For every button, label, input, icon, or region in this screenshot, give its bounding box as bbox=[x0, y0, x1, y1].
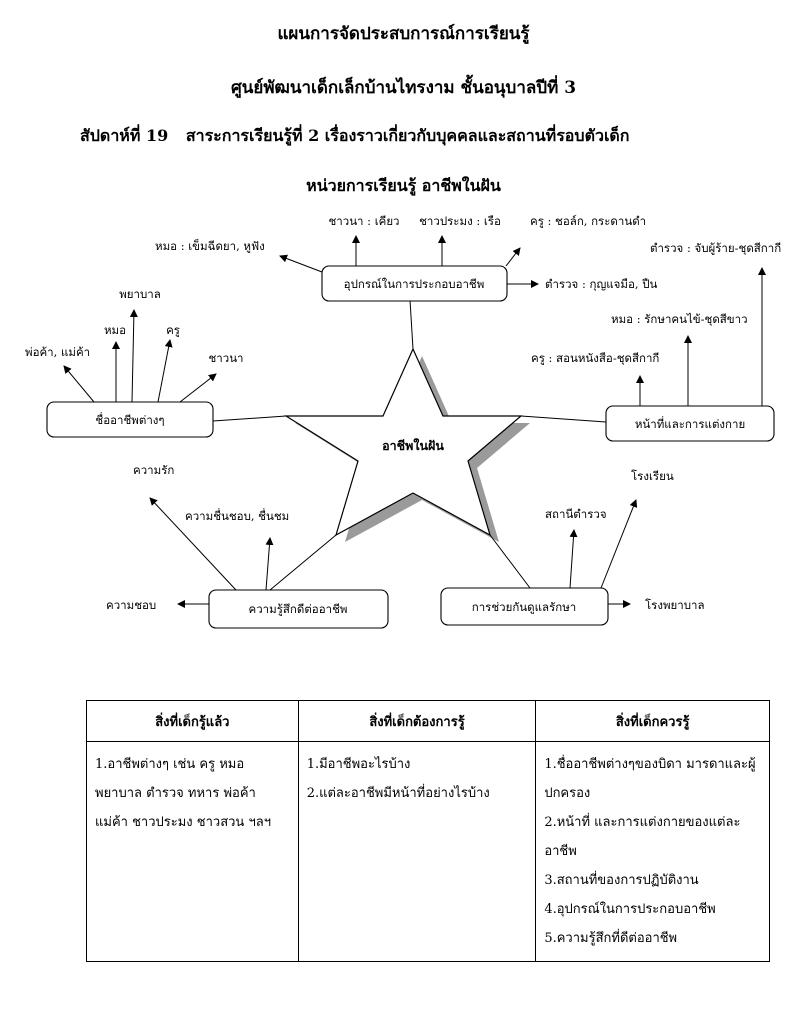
header-should-know: สิ่งที่เด็กควรรู้ bbox=[535, 700, 770, 742]
week-line: สัปดาห์ที่ 19 สาระการเรียนรู้ที่ 2 เรื่อ… bbox=[80, 124, 642, 149]
box-care: การช่วยกันดูแลรักษา bbox=[440, 587, 609, 626]
box-equipment-label: อุปกรณ์ในการประกอบอาชีพ bbox=[344, 277, 485, 291]
header-known: สิ่งที่เด็กรู้แล้ว bbox=[86, 700, 299, 742]
concept-map: อาชีพในฝัน อุปกรณ์ในการประกอบอาชีพ ชื่ออ… bbox=[25, 214, 781, 629]
box-duties-attire-label: หน้าที่และการแต่งกาย bbox=[635, 416, 745, 431]
cell-known: 1.อาชีพต่างๆ เช่น ครู หมอ พยาบาล ตำรวจ ท… bbox=[86, 741, 299, 962]
should-item: 3.สถานที่ของการปฏิบัติงาน bbox=[544, 873, 699, 888]
want-item: 2.แต่ละอาชีพมีหน้าที่อย่างไรบ้าง bbox=[306, 786, 490, 801]
star-shape bbox=[283, 347, 523, 537]
label-police-duty: ตำรวจ : จับผู้ร้าย-ชุดสีกากี bbox=[650, 241, 781, 255]
label-teacher-chalk: ครู : ชอล์ก, กระดานดำ bbox=[530, 214, 646, 228]
arrows bbox=[63, 235, 766, 608]
label-teacher-duty: ครู : สอนหนังสือ-ชุดสีกากี bbox=[531, 351, 659, 365]
cell-want-to-know: 1.มีอาชีพอะไรบ้าง 2.แต่ละอาชีพมีหน้าที่อ… bbox=[297, 741, 537, 962]
learning-strand: สาระการเรียนรู้ที่ 2 เรื่องราวเกี่ยวกับบ… bbox=[185, 126, 630, 145]
label-hospital: โรงพยาบาล bbox=[645, 598, 705, 612]
label-doctor-syringe: หมอ : เข็มฉีดยา, หูฟัง bbox=[155, 238, 265, 253]
box-equipment: อุปกรณ์ในการประกอบอาชีพ bbox=[321, 265, 508, 302]
should-item: 4.อุปกรณ์ในการประกอบอาชีพ bbox=[544, 902, 716, 917]
label-doctor: หมอ bbox=[104, 323, 126, 337]
label-police-handcuffs: ตำรวจ : กุญแจมือ, ปืน bbox=[545, 277, 657, 291]
box-good-feelings-label: ความรู้สึกดีต่ออาชีพ bbox=[249, 602, 348, 616]
box-good-feelings: ความรู้สึกดีต่ออาชีพ bbox=[208, 589, 389, 629]
box-duties-attire: หน้าที่และการแต่งกาย bbox=[605, 405, 775, 442]
center-label: อาชีพในฝัน bbox=[382, 438, 444, 453]
connector-lines bbox=[212, 299, 607, 591]
document-subtitle: ศูนย์พัฒนาเด็กเล็กบ้านไทรงาม ชั้นอนุบาลป… bbox=[230, 78, 577, 98]
should-item: 2.หน้าที่ และการแต่งกายของแต่ละอาชีพ bbox=[544, 815, 741, 859]
label-farmer: ชาวนา bbox=[208, 351, 243, 365]
learning-table: สิ่งที่เด็กรู้แล้ว สิ่งที่เด็กต้องการรู้… bbox=[86, 700, 770, 962]
cell-should-know: 1.ชื่ออาชีพต่างๆของบิดา มารดาและผู้ปกครอ… bbox=[535, 741, 770, 962]
label-school: โรงเรียน bbox=[631, 469, 674, 483]
header-want-to-know: สิ่งที่เด็กต้องการรู้ bbox=[297, 700, 537, 742]
document-title: แผนการจัดประสบการณ์การเรียนรู้ bbox=[277, 24, 530, 44]
label-love: ความรัก bbox=[133, 463, 174, 477]
label-nurse: พยาบาล bbox=[119, 287, 161, 301]
box-career-names: ชื่ออาชีพต่างๆ bbox=[46, 401, 214, 438]
box-care-label: การช่วยกันดูแลรักษา bbox=[472, 600, 577, 614]
week-number: สัปดาห์ที่ 19 bbox=[80, 126, 169, 145]
label-police-station: สถานีตำรวจ bbox=[545, 507, 607, 521]
label-doctor-duty: หมอ : รักษาคนไข้-ชุดสีขาว bbox=[611, 312, 748, 326]
should-item: 1.ชื่ออาชีพต่างๆของบิดา มารดาและผู้ปกครอ… bbox=[544, 757, 756, 801]
label-liking: ความชอบ bbox=[106, 598, 156, 612]
label-admiration: ความชื่นชอบ, ชื่นชม bbox=[185, 508, 289, 523]
want-item: 1.มีอาชีพอะไรบ้าง bbox=[306, 757, 411, 772]
label-farmer-sickle: ชาวนา : เคียว bbox=[328, 214, 399, 228]
should-item: 5.ความรู้สึกที่ดีต่ออาชีพ bbox=[544, 931, 678, 946]
known-item: 1.อาชีพต่างๆ เช่น ครู หมอ พยาบาล ตำรวจ ท… bbox=[95, 757, 272, 830]
box-career-names-label: ชื่ออาชีพต่างๆ bbox=[95, 412, 164, 427]
label-merchant: พ่อค้า, แม่ค้า bbox=[25, 345, 90, 359]
unit-title: หน่วยการเรียนรู้ อาชีพในฝัน bbox=[306, 176, 501, 195]
label-teacher: ครู bbox=[166, 323, 180, 337]
label-fisherman-boat: ชาวประมง : เรือ bbox=[419, 214, 501, 228]
